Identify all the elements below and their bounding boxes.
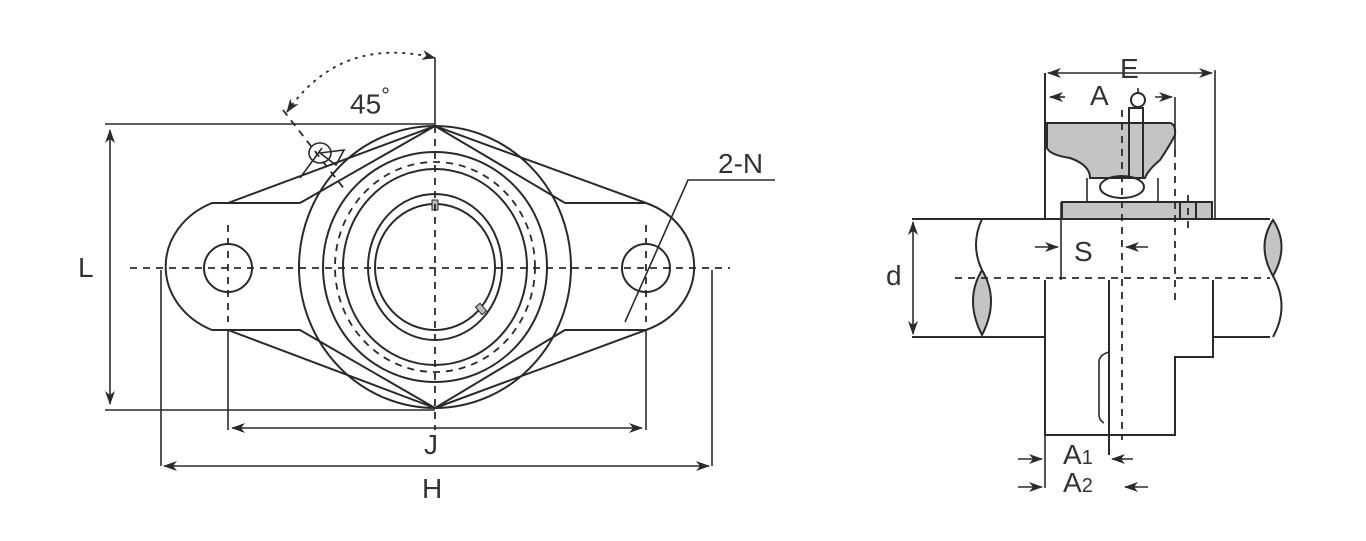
- dimension-label-d: d: [886, 260, 902, 291]
- dimension-label-s: S: [1074, 236, 1093, 267]
- bolt-hole-label: 2-N: [718, 148, 764, 179]
- flange-outline: [164, 125, 696, 409]
- dimension-label-j: J: [424, 429, 438, 460]
- angle-label: 45°: [350, 83, 390, 120]
- shaft-break-right: [1263, 218, 1283, 279]
- dimension-label-e: E: [1120, 53, 1139, 84]
- front-view: [105, 50, 775, 471]
- side-view: [908, 68, 1283, 492]
- dimension-label-a2: A2: [1063, 467, 1093, 498]
- grease-fitting-icon: [299, 142, 346, 179]
- shaft-break-left: [972, 268, 992, 338]
- dimension-label-l: L: [78, 252, 94, 283]
- ring-inner: [367, 193, 503, 341]
- dimension-label-a1: A1: [1063, 439, 1093, 470]
- housing-section: [1046, 122, 1177, 179]
- dimension-label-a: A: [1090, 80, 1109, 111]
- dimension-label-h: H: [422, 473, 443, 504]
